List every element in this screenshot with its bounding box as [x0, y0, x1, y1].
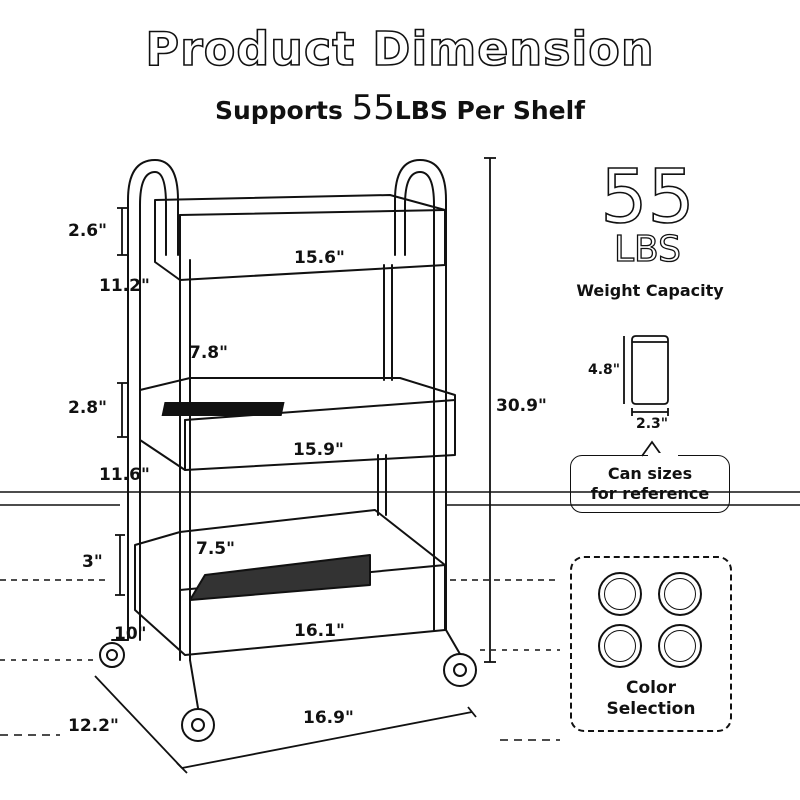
capacity-unit: LBS	[613, 229, 681, 270]
dim-base-depth: 12.2"	[68, 716, 119, 736]
color-swatch-4[interactable]	[658, 624, 702, 668]
can-height: 4.8"	[588, 362, 621, 378]
dim-base-width: 16.9"	[303, 708, 354, 728]
dim-middle-depth: 2.8"	[68, 398, 107, 418]
dim-total-height: 30.9"	[496, 396, 547, 416]
dim-top-width: 15.6"	[294, 248, 345, 268]
dim-middle-width: 15.9"	[293, 440, 344, 460]
speech-pointer-icon	[641, 440, 663, 457]
color-selection-box	[570, 556, 732, 732]
color-label-line1: Color	[625, 678, 677, 698]
dim-bottom-depth: 3"	[82, 552, 103, 572]
color-swatch-1[interactable]	[598, 572, 642, 616]
dim-wheel-height: 10"	[114, 624, 147, 644]
page-subtitle: Supports 55LBS Per Shelf	[0, 88, 800, 128]
color-swatch-3[interactable]	[598, 624, 642, 668]
can-note-line1: Can sizes	[607, 464, 693, 483]
dim-bottom-inner-depth: 7.5"	[196, 539, 235, 559]
capacity-number: 55	[600, 154, 696, 240]
can-note: Can sizes for reference	[570, 455, 730, 513]
color-selection-label: Color Selection	[570, 678, 732, 720]
dim-bottom-width: 16.1"	[294, 621, 345, 641]
page-title: Product Dimension	[145, 21, 655, 77]
color-label-line2: Selection	[606, 699, 696, 719]
dim-gap-middle: 11.6"	[99, 465, 150, 485]
subtitle-prefix: Supports	[214, 96, 352, 125]
color-swatch-2[interactable]	[658, 572, 702, 616]
dim-gap-top: 11.2"	[99, 276, 150, 296]
dim-middle-inner-depth: 7.8"	[189, 343, 228, 363]
subtitle-number: 55	[351, 88, 395, 128]
can-icon	[623, 335, 669, 416]
capacity-label: Weight Capacity	[576, 281, 724, 300]
can-width: 2.3"	[636, 416, 669, 432]
can-note-line2: for reference	[590, 484, 710, 503]
dim-top-depth: 2.6"	[68, 221, 107, 241]
subtitle-suffix: LBS Per Shelf	[394, 96, 586, 125]
speech-gap	[648, 453, 678, 457]
